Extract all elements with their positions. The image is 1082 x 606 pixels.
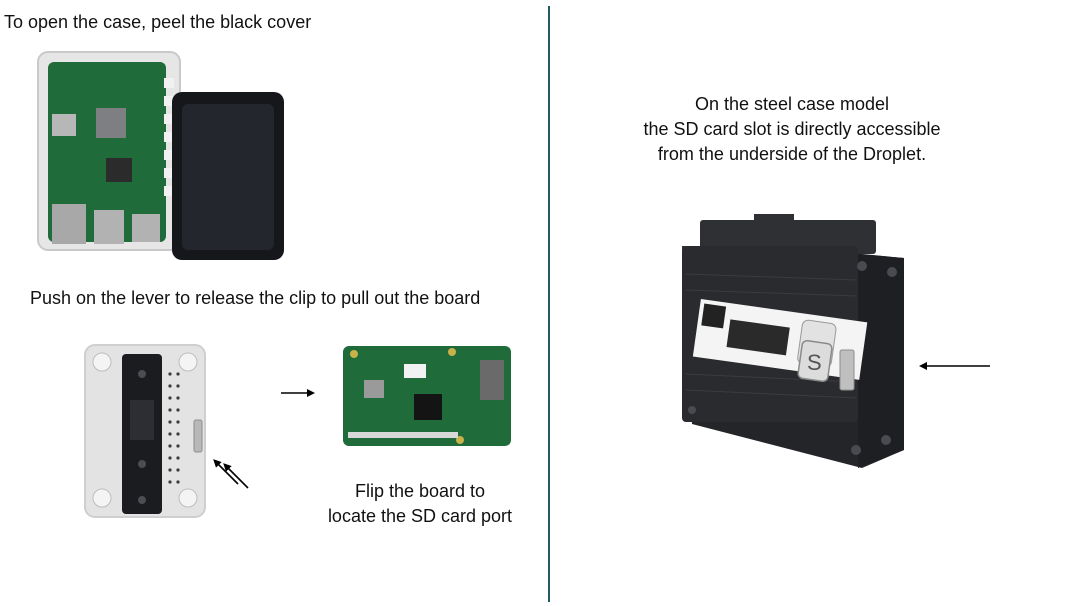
left-arrow-icon bbox=[918, 359, 992, 373]
s-logo-icon: S bbox=[797, 339, 833, 383]
step3-caption-line1: Flip the board to bbox=[354, 481, 486, 501]
steel-case-caption: On the steel case model the SD card slot… bbox=[592, 92, 992, 167]
right-arrow-icon bbox=[280, 386, 316, 400]
step1-caption: To open the case, peel the black cover bbox=[4, 12, 312, 32]
steel-case-photo: S bbox=[676, 214, 910, 476]
steel-case-caption-line3: from the underside of the Droplet. bbox=[657, 144, 927, 164]
open-case-photo bbox=[36, 48, 286, 264]
flipped-board-photo bbox=[340, 340, 518, 452]
svg-text:S: S bbox=[807, 350, 822, 375]
step2-caption: Push on the lever to release the clip to… bbox=[30, 288, 481, 308]
steel-case-caption-line2: the SD card slot is directly accessible bbox=[643, 119, 941, 139]
steel-case-caption-line1: On the steel case model bbox=[694, 94, 890, 114]
double-arrow-icon bbox=[210, 456, 254, 494]
step3-caption: Flip the board to locate the SD card por… bbox=[300, 479, 540, 529]
step3-caption-line2: locate the SD card port bbox=[327, 506, 513, 526]
case-back-photo bbox=[84, 344, 208, 520]
section-divider bbox=[548, 6, 550, 602]
